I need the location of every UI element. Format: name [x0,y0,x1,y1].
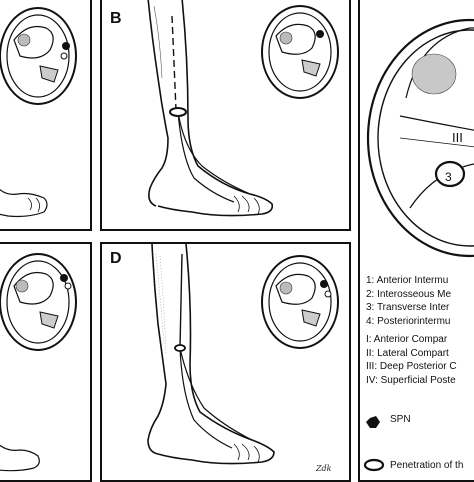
septum-number: 3 [445,170,452,184]
panel-right: III 3 1: Anterior Intermu 2: Interosseou… [358,0,474,482]
legend-item-iv: IV: Superficial Poste [366,374,456,386]
foot-outline-icon [0,188,48,218]
nerve-branch-lateral [179,347,233,449]
cross-section-bottom-left [0,253,77,472]
leg-cross-section-icon [366,18,474,258]
legend-symbols [363,416,385,472]
panel-d: D Zdk [100,242,351,482]
legend-item-2: 2: Interosseous Me [366,288,452,300]
cross-section-top-left [0,7,77,218]
legend-item-i: I: Anterior Compar [366,334,448,345]
leg-cross-section-icon [0,7,77,105]
legend: 1: Anterior Intermu 2: Interosseous Me 3… [366,274,457,387]
legend-item-ii: II: Lateral Compart [366,347,449,359]
nerve-branch-medial [179,347,253,441]
legend-item-iii: III: Deep Posterior C [366,361,457,372]
legend-item-4: 4: Posteriorintermu [366,315,451,327]
nerve-branch-lateral [177,111,235,203]
foot-outline-icon [0,444,40,472]
cross-section-detail [366,18,474,258]
leg-outline-icon [147,244,275,465]
spn-label: SPN [390,414,411,425]
legend-item-3: 3: Transverse Inter [366,302,450,313]
legend-item-1: 1: Anterior Intermu [366,275,449,286]
leg-cross-section-icon [0,253,77,351]
spn-symbol-icon [366,416,380,428]
nerve-path [179,253,183,349]
penetration-symbol-icon [363,458,385,472]
compartment-label-iii: III [452,130,463,145]
penetration-marker [169,107,187,117]
panel-top-left [0,0,92,231]
panel-bottom-left [0,242,92,482]
penetration-marker [174,344,186,352]
panel-b: B [100,0,351,231]
panel-letter-d: D [110,250,122,267]
panel-letter-b: B [110,10,122,27]
nerve-branch-medial [177,111,251,195]
nerve-dashed-path [171,15,177,111]
leg-cross-section-icon [261,5,339,99]
leg-cross-section-icon [261,255,339,349]
septum-3-marker [434,160,466,188]
leg-illustration-d [147,244,339,465]
penetration-label: Penetration of th [390,460,464,471]
artist-signature: Zdk [316,464,332,473]
leg-outline-icon [147,0,274,217]
leg-illustration-b [147,0,339,217]
